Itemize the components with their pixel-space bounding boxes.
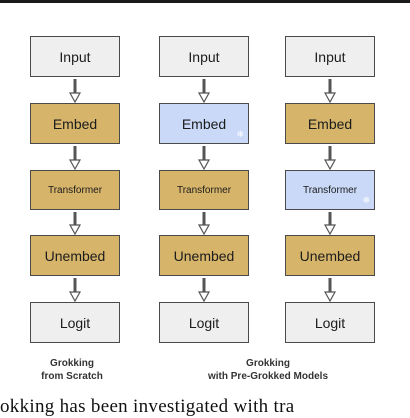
caption-scratch: Grokking from Scratch <box>24 357 120 383</box>
block-transformer-col1: Transformer <box>30 170 120 210</box>
block-embed-col3: Embed <box>285 103 375 144</box>
arrow-head-icon <box>323 224 337 236</box>
arrow-head-icon <box>323 291 337 303</box>
block-label: Input <box>188 48 220 65</box>
block-label: Embed <box>52 115 98 132</box>
block-label: Logit <box>188 314 220 331</box>
arrow-head-icon <box>68 291 82 303</box>
caption-pregrokked-line2: with Pre-Grokked Models <box>207 371 329 382</box>
block-label: Unembed <box>299 247 361 264</box>
caption-pregrokked: Grokking with Pre-Grokked Models <box>168 357 368 383</box>
block-label: Unembed <box>173 247 235 264</box>
arrow-head-icon <box>323 159 337 171</box>
block-embed-col2: Embed ❄ <box>159 103 249 144</box>
block-embed-col1: Embed <box>30 103 120 144</box>
block-logit-col1: Logit <box>30 302 120 343</box>
body-text-fragment: okking has been investigated with tra <box>0 396 295 417</box>
arrow-head-icon <box>68 92 82 104</box>
arrow-head-icon <box>197 224 211 236</box>
arrow-head-icon <box>197 159 211 171</box>
snowflake-icon: ❄ <box>362 195 370 205</box>
block-logit-col3: Logit <box>285 302 375 343</box>
block-unembed-col3: Unembed <box>285 235 375 276</box>
block-transformer-col3: Transformer ❄ <box>285 170 375 210</box>
caption-pregrokked-line1: Grokking <box>246 358 290 369</box>
block-label: Embed <box>307 115 353 132</box>
arrow-head-icon <box>197 291 211 303</box>
block-label: Transformer <box>176 184 232 196</box>
arrow-head-icon <box>68 224 82 236</box>
block-input-col1: Input <box>30 36 120 77</box>
top-rule <box>0 0 410 3</box>
block-label: Logit <box>314 314 346 331</box>
block-input-col3: Input <box>285 36 375 77</box>
caption-scratch-line2: from Scratch <box>41 371 103 382</box>
block-label: Input <box>314 48 346 65</box>
block-transformer-col2: Transformer <box>159 170 249 210</box>
arrow-head-icon <box>323 92 337 104</box>
block-input-col2: Input <box>159 36 249 77</box>
block-unembed-col2: Unembed <box>159 235 249 276</box>
arrow-head-icon <box>197 92 211 104</box>
block-label: Input <box>59 48 91 65</box>
block-label: Transformer <box>302 184 358 196</box>
block-unembed-col1: Unembed <box>30 235 120 276</box>
snowflake-icon: ❄ <box>236 129 244 139</box>
block-logit-col2: Logit <box>159 302 249 343</box>
block-label: Unembed <box>44 247 106 264</box>
caption-scratch-line1: Grokking <box>50 358 94 369</box>
block-label: Logit <box>59 314 91 331</box>
block-label: Embed <box>181 115 227 132</box>
arrow-head-icon <box>68 159 82 171</box>
block-label: Transformer <box>47 184 103 196</box>
